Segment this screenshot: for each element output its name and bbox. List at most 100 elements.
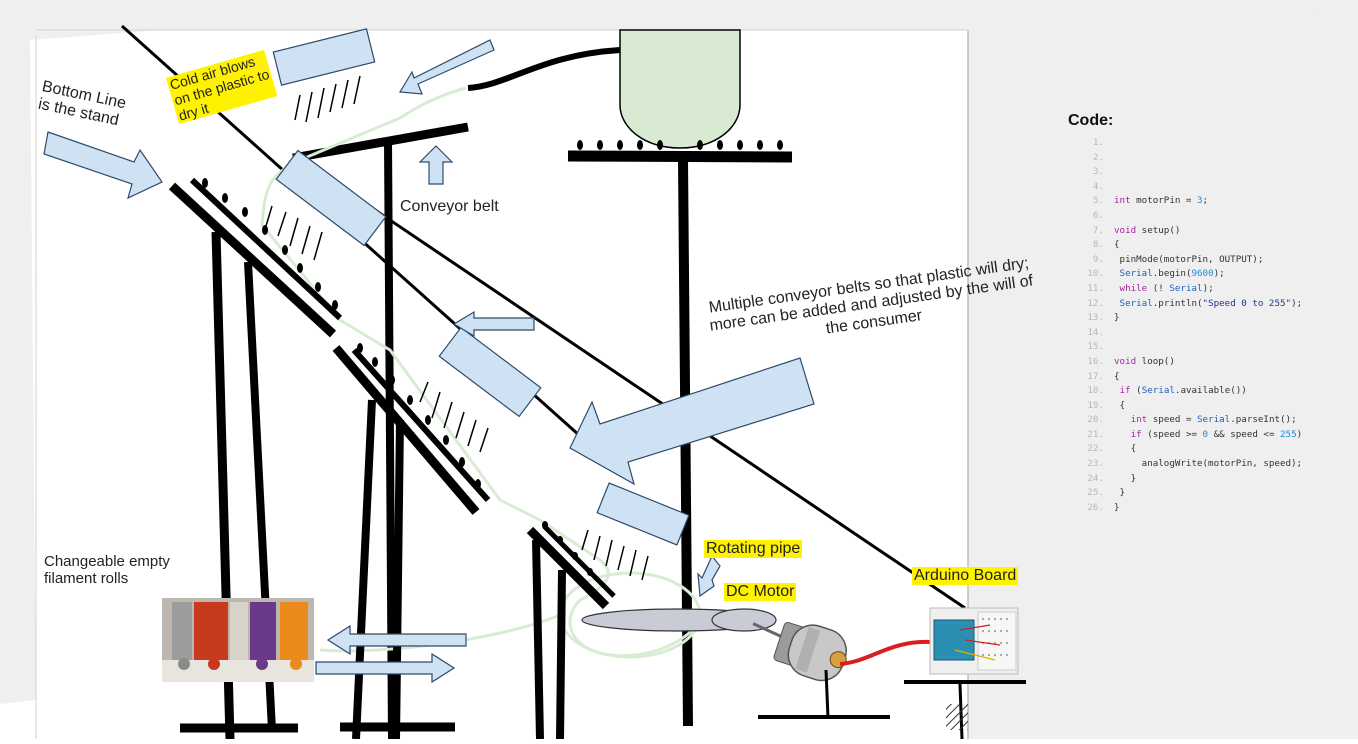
arrow-multiple-belts <box>569 357 815 486</box>
conveyor-belt-3-rollers <box>542 521 593 576</box>
code-line: 5.int motorPin = 3; <box>1068 194 1353 209</box>
top-conveyor-belt <box>292 122 469 163</box>
code-line-text: Serial.begin(9600); <box>1119 268 1225 280</box>
dc-motor-icon <box>752 621 847 682</box>
code-line-number: 1. <box>1092 137 1104 148</box>
code-line-text: Serial.println("Speed 0 to 255"); <box>1119 297 1303 309</box>
air-lines-top <box>294 75 361 123</box>
label-conveyor-belt: Conveyor belt <box>400 198 499 215</box>
code-line-number: 14. <box>1087 326 1104 338</box>
code-line-number: 20. <box>1087 414 1104 426</box>
label-dc-motor: DC Motor <box>724 583 797 602</box>
code-line: 22. { <box>1068 442 1353 457</box>
code-line-text <box>1114 340 1353 355</box>
code-panel: Code: 1.2.3.4.5.int motorPin = 3;6.7.voi… <box>1068 112 1353 515</box>
filament-rolls-photo <box>162 598 314 682</box>
air-lines-1 <box>265 205 323 261</box>
motor-wire <box>839 639 931 666</box>
code-line-text <box>1114 180 1353 195</box>
code-line-text <box>1114 165 1353 180</box>
conveyor-3-leg-2 <box>556 569 566 740</box>
hopper-icon <box>619 29 741 149</box>
code-line: 17. { <box>1068 370 1353 385</box>
code-line: 10. Serial.begin(9600); <box>1068 267 1353 282</box>
conveyor-belt-1-b <box>189 177 343 321</box>
code-line-text: { <box>1114 370 1120 382</box>
code-line-number: 17. <box>1087 370 1104 382</box>
code-line-number: 10. <box>1087 268 1104 280</box>
code-line-number: 26. <box>1087 501 1104 513</box>
conveyor-belt-3-a <box>526 526 610 610</box>
code-line: 19. { <box>1068 399 1353 414</box>
label-arduino-board: Arduino Board <box>912 567 1019 586</box>
code-line-text: { <box>1114 399 1126 411</box>
blower-3 <box>596 482 690 546</box>
code-line-number: 4. <box>1092 180 1104 192</box>
code-line-number: 24. <box>1087 472 1104 484</box>
code-line: 2. <box>1068 151 1353 166</box>
conveyor-belt-2-b <box>351 348 491 502</box>
code-line: 13.} <box>1068 311 1353 326</box>
code-line: 8.{ <box>1068 238 1353 253</box>
rotating-pipe-end <box>711 608 777 632</box>
code-line: 4. <box>1068 180 1353 195</box>
code-line: 12. Serial.println("Speed 0 to 255"); <box>1068 297 1353 312</box>
code-line-number: 16. <box>1087 355 1104 367</box>
code-line: 7.void setup() <box>1068 224 1353 239</box>
arrow-middle-left <box>452 310 535 338</box>
blower-1 <box>275 149 387 247</box>
conveyor-belt-2-rollers <box>357 343 481 489</box>
code-line-number: 11. <box>1087 282 1104 294</box>
conveyor-2-leg-1 <box>352 399 376 740</box>
conveyor-belt-2-a <box>332 345 480 515</box>
code-line-text: int speed = Serial.parseInt(); <box>1130 414 1297 426</box>
code-line: 23. analogWrite(motorPin, speed); <box>1068 457 1353 472</box>
conveyor-belt-1-a <box>168 182 337 338</box>
top-grey-band <box>0 0 1358 44</box>
hopper-platform <box>567 150 793 163</box>
code-line: 18. if (Serial.available()) <box>1068 384 1353 399</box>
code-line-text: while (! Serial); <box>1119 282 1214 294</box>
label-rotating-pipe: Rotating pipe <box>704 540 803 559</box>
code-line-text: analogWrite(motorPin, speed); <box>1114 458 1303 470</box>
code-line-number: 6. <box>1092 209 1104 221</box>
code-line: 25. } <box>1068 486 1353 501</box>
arrow-conveyor-belt <box>418 145 454 185</box>
motor-base-leg <box>824 669 830 719</box>
code-line-number: 9. <box>1092 253 1104 265</box>
conveyor-belt-3-b <box>542 524 616 598</box>
conveyor-3-leg-1 <box>532 539 544 740</box>
arrow-rotating-pipe <box>697 554 721 598</box>
code-line-text: if (Serial.available()) <box>1119 385 1247 397</box>
code-line: 9. pinMode(motorPin, OUTPUT); <box>1068 253 1353 268</box>
code-line: 24. } <box>1068 472 1353 487</box>
code-line-number: 12. <box>1087 297 1104 309</box>
hopper-hose <box>467 47 621 91</box>
code-line-number: 13. <box>1087 312 1104 324</box>
code-line-number: 18. <box>1087 385 1104 397</box>
code-title: Code: <box>1068 112 1114 129</box>
right-grey-panel <box>968 4 1358 739</box>
code-line-text <box>1114 151 1353 166</box>
code-line-number: 19. <box>1087 399 1104 411</box>
code-line-number: 22. <box>1087 443 1104 455</box>
code-line-text: } <box>1114 501 1120 513</box>
code-line: 21. if (speed >= 0 && speed <= 255) <box>1068 428 1353 443</box>
conveyor-2-leg-2 <box>392 419 404 740</box>
code-line-text: } <box>1114 312 1120 324</box>
code-line: 6. <box>1068 209 1353 224</box>
code-line-text: } <box>1114 472 1137 484</box>
label-filament-rolls: Changeable empty filament rolls <box>44 553 170 588</box>
diagonal-line-2 <box>297 156 966 610</box>
code-line-text: { <box>1114 239 1120 251</box>
code-line-text <box>1114 136 1353 151</box>
code-line-number: 21. <box>1087 428 1104 440</box>
arrow-cold-air <box>398 39 495 95</box>
code-line-number: 23. <box>1087 458 1104 470</box>
code-line-number: 15. <box>1087 341 1104 353</box>
code-line-number: 7. <box>1092 224 1104 236</box>
hopper-platform-bolts <box>577 140 783 150</box>
code-line: 14. <box>1068 326 1353 341</box>
